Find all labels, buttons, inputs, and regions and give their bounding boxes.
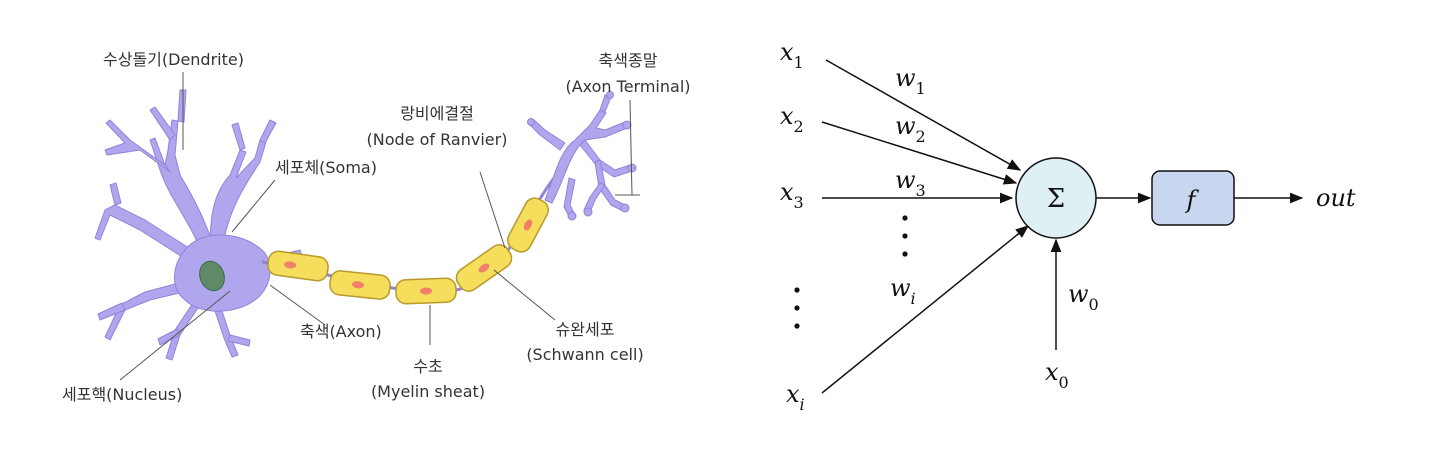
terminal-label-en: (Axon Terminal) — [565, 77, 690, 96]
axon-terminal-branches — [528, 92, 637, 221]
axon-label: 축색(Axon) — [300, 322, 382, 341]
schwann-label-ko: 슈완세포 — [556, 320, 615, 339]
soma-label: 세포체(Soma) — [275, 158, 377, 177]
neuron-illustration: 수상돌기(Dendrite) 세포체(Soma) 세포핵(Nucleus) 축색… — [62, 50, 691, 404]
myelin-label-en: (Myelin sheat) — [371, 382, 485, 401]
ranvier-label-en: (Node of Ranvier) — [367, 130, 508, 149]
ranvier-label-ko: 랑비에결절 — [400, 104, 474, 123]
weight-label-3: w3 — [895, 166, 926, 200]
input-label-3: x3 — [780, 178, 804, 212]
input-label-1: x1 — [780, 38, 804, 72]
input-ellipsis-dots — [794, 287, 799, 328]
dendrite-label: 수상돌기(Dendrite) — [103, 50, 244, 69]
perceptron-diagram: Σ f out x1 x2 x3 xi w1 w2 w3 wi w0 x0 — [780, 38, 1356, 414]
terminal-label-ko: 축색종말 — [599, 51, 658, 70]
weight-label-2: w2 — [895, 112, 926, 146]
bias-input-label: x0 — [1045, 358, 1069, 392]
weight-ellipsis-dots — [902, 215, 907, 256]
input-label-i: xi — [786, 380, 805, 414]
output-label: out — [1316, 184, 1356, 212]
bias-weight-label: w0 — [1068, 280, 1099, 314]
edge-xi — [822, 226, 1028, 393]
weight-label-i: wi — [890, 274, 916, 308]
dendrites — [95, 90, 302, 360]
sum-symbol: Σ — [1047, 184, 1065, 214]
myelin-label-ko: 수초 — [413, 357, 442, 376]
schwann-label-en: (Schwann cell) — [526, 345, 643, 364]
input-label-2: x2 — [780, 102, 804, 136]
nucleus-label: 세포핵(Nucleus) — [62, 385, 182, 404]
weight-label-1: w1 — [895, 64, 926, 98]
